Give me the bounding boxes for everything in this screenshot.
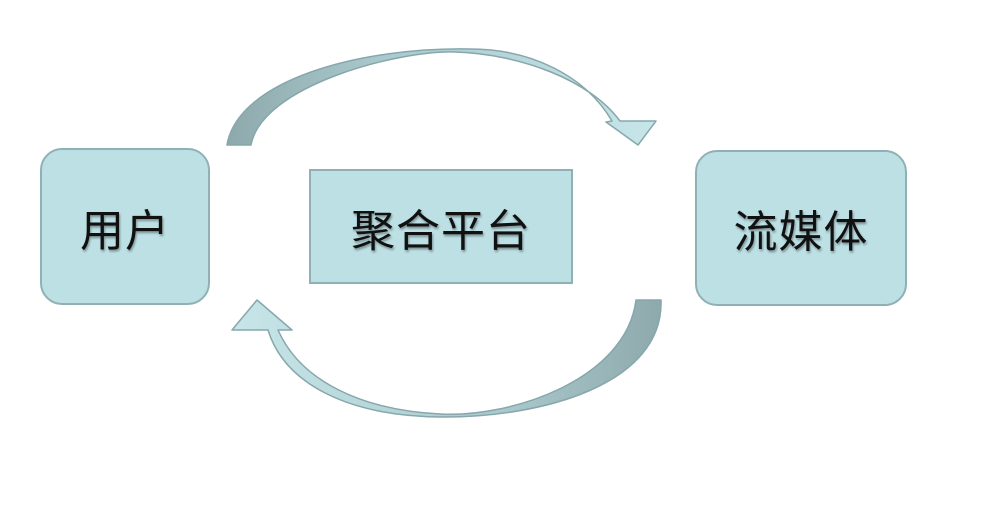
aggregation-platform-node: 聚合平台 (309, 169, 573, 284)
arrow-user-to-stream (226, 48, 657, 146)
stream-label: 流媒体 (733, 207, 869, 258)
arrow-stream-to-user (231, 299, 662, 418)
platform-label: 聚合平台 (351, 205, 531, 257)
streaming-media-node: 流媒体 (695, 150, 907, 306)
user-label: 用户 (80, 205, 170, 257)
user-node: 用户 (40, 148, 210, 305)
